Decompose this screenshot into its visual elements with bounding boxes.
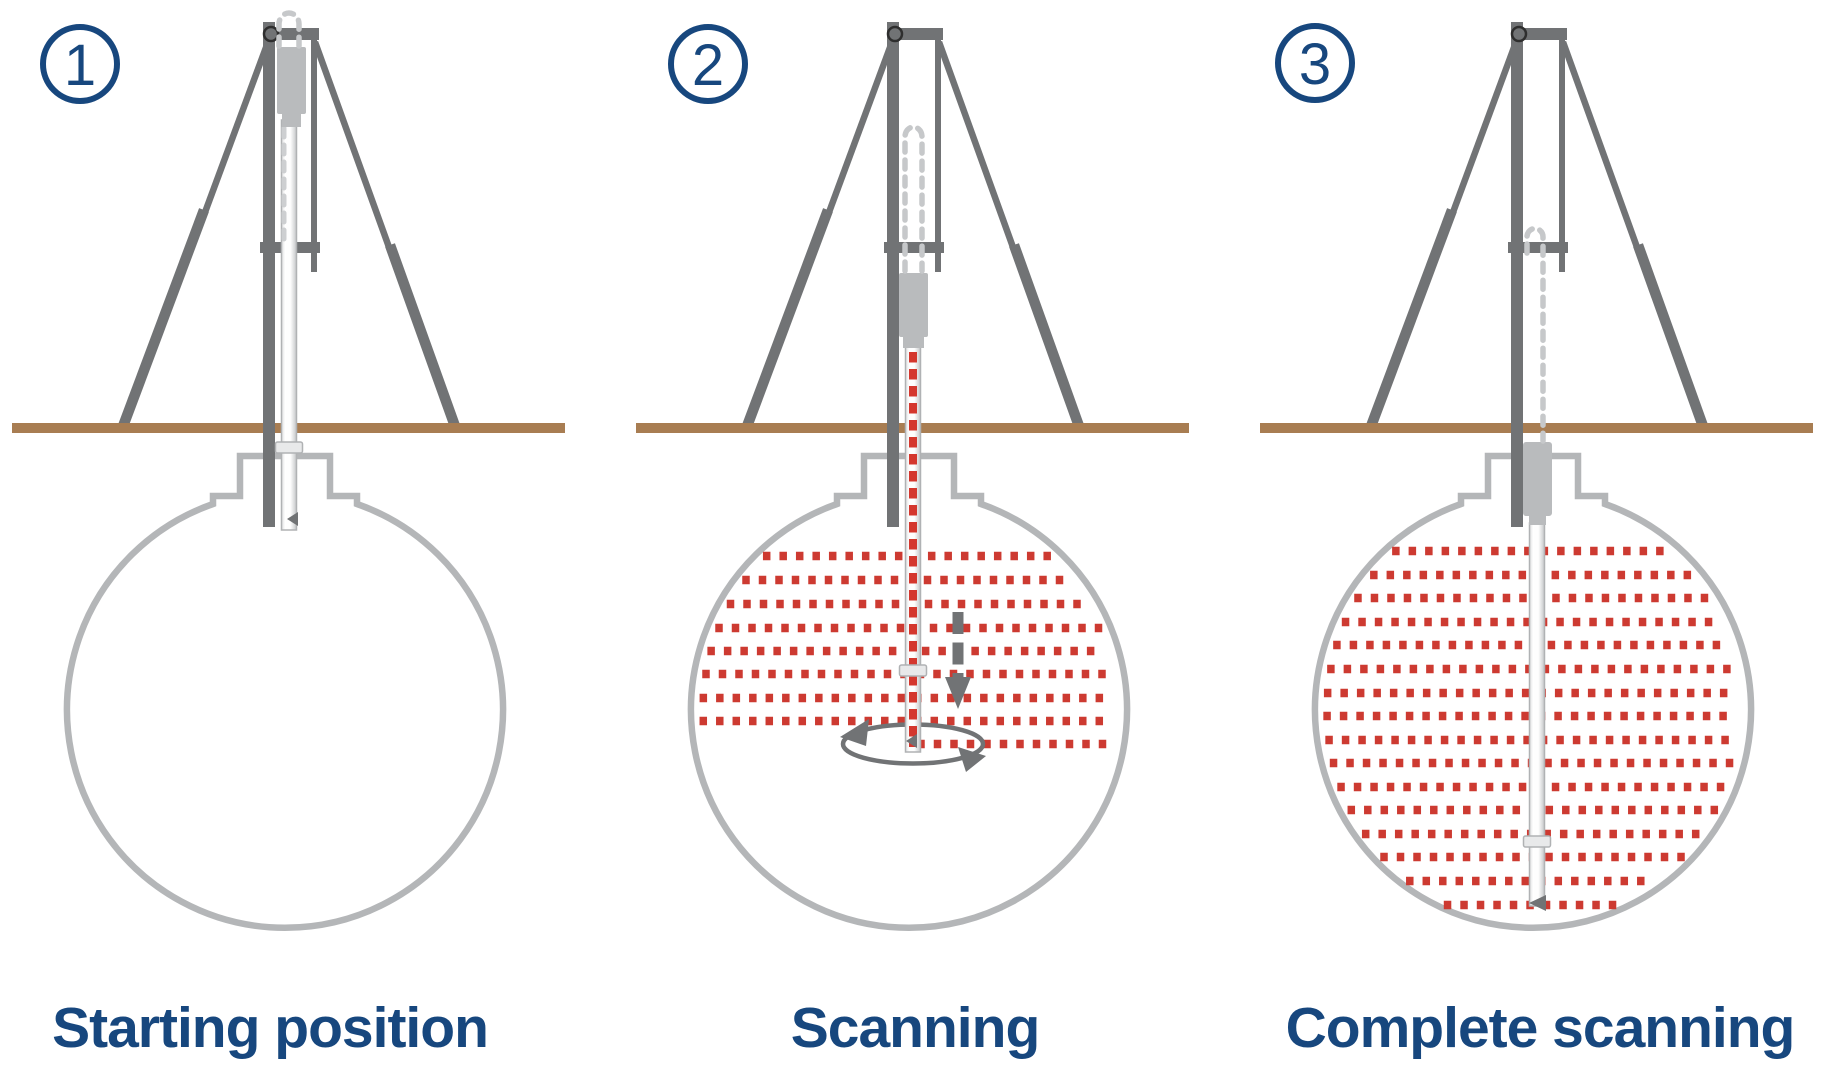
tube-collar: [1522, 835, 1552, 848]
tripod-legs: [1365, 40, 1709, 431]
winch-cable-slack: [276, 10, 302, 49]
tripod-legs: [741, 40, 1085, 431]
tube-collar: [898, 664, 928, 677]
pulley-icon: [262, 25, 280, 43]
step-number: 2: [692, 33, 724, 98]
rotation-arrowhead-right: [958, 747, 986, 772]
tripod-legs: [117, 40, 461, 431]
probe: [277, 47, 306, 114]
step-badge-circle: [668, 24, 748, 104]
mast-top-bar: [1511, 28, 1567, 40]
step-badge-2: 2: [668, 24, 748, 104]
tube-tip-marker: [287, 512, 298, 526]
probe-tip: [282, 114, 301, 127]
pulley-icon: [1510, 25, 1528, 43]
mast-side-post: [1559, 34, 1565, 272]
descent-arrow-icon: [945, 677, 971, 709]
tube-collar: [274, 441, 304, 454]
probe: [1523, 442, 1552, 516]
mast-crossbar: [1508, 242, 1568, 253]
probe-tip: [903, 337, 924, 348]
probe-tip: [1529, 516, 1546, 525]
step-badge-circle: [40, 24, 120, 104]
panel-caption-scanning: Scanning: [791, 996, 1040, 1060]
mast-side-post: [311, 34, 317, 272]
mast-top-bar: [263, 28, 319, 40]
scan-lines: [1323, 546, 1734, 910]
scan-lines: [699, 551, 1107, 749]
panel-scanning: [636, 22, 1189, 932]
tube-tip-marker: [906, 734, 917, 748]
guide-mast: [887, 22, 899, 527]
step-number: 1: [64, 33, 96, 98]
step-badge-circle: [1275, 23, 1355, 103]
guide-mast: [263, 22, 275, 527]
step-number: 3: [1299, 32, 1331, 97]
ground-line: [1260, 423, 1813, 433]
probe: [899, 273, 928, 337]
storage-tank: [63, 452, 507, 932]
panel-starting-position: [12, 10, 565, 932]
pulley-icon: [886, 25, 904, 43]
rotation-arrowhead-left: [840, 719, 869, 746]
measuring-tube: [1528, 522, 1546, 907]
winch-cable-slack: [902, 124, 925, 274]
panel-complete-scanning: [1260, 22, 1813, 932]
step-badge-1: 1: [40, 24, 120, 104]
mast-side-post: [935, 34, 941, 272]
step-badge-3: 3: [1275, 23, 1355, 103]
panel-caption-complete-scanning: Complete scanning: [1286, 996, 1795, 1060]
tube-tip-marker: [1529, 895, 1546, 911]
panel-caption-starting-position: Starting position: [52, 996, 488, 1060]
mast-top-bar: [887, 28, 943, 40]
winch-cable-extended: [1524, 225, 1546, 444]
guide-mast: [1511, 22, 1523, 527]
mast-crossbar: [884, 242, 944, 253]
